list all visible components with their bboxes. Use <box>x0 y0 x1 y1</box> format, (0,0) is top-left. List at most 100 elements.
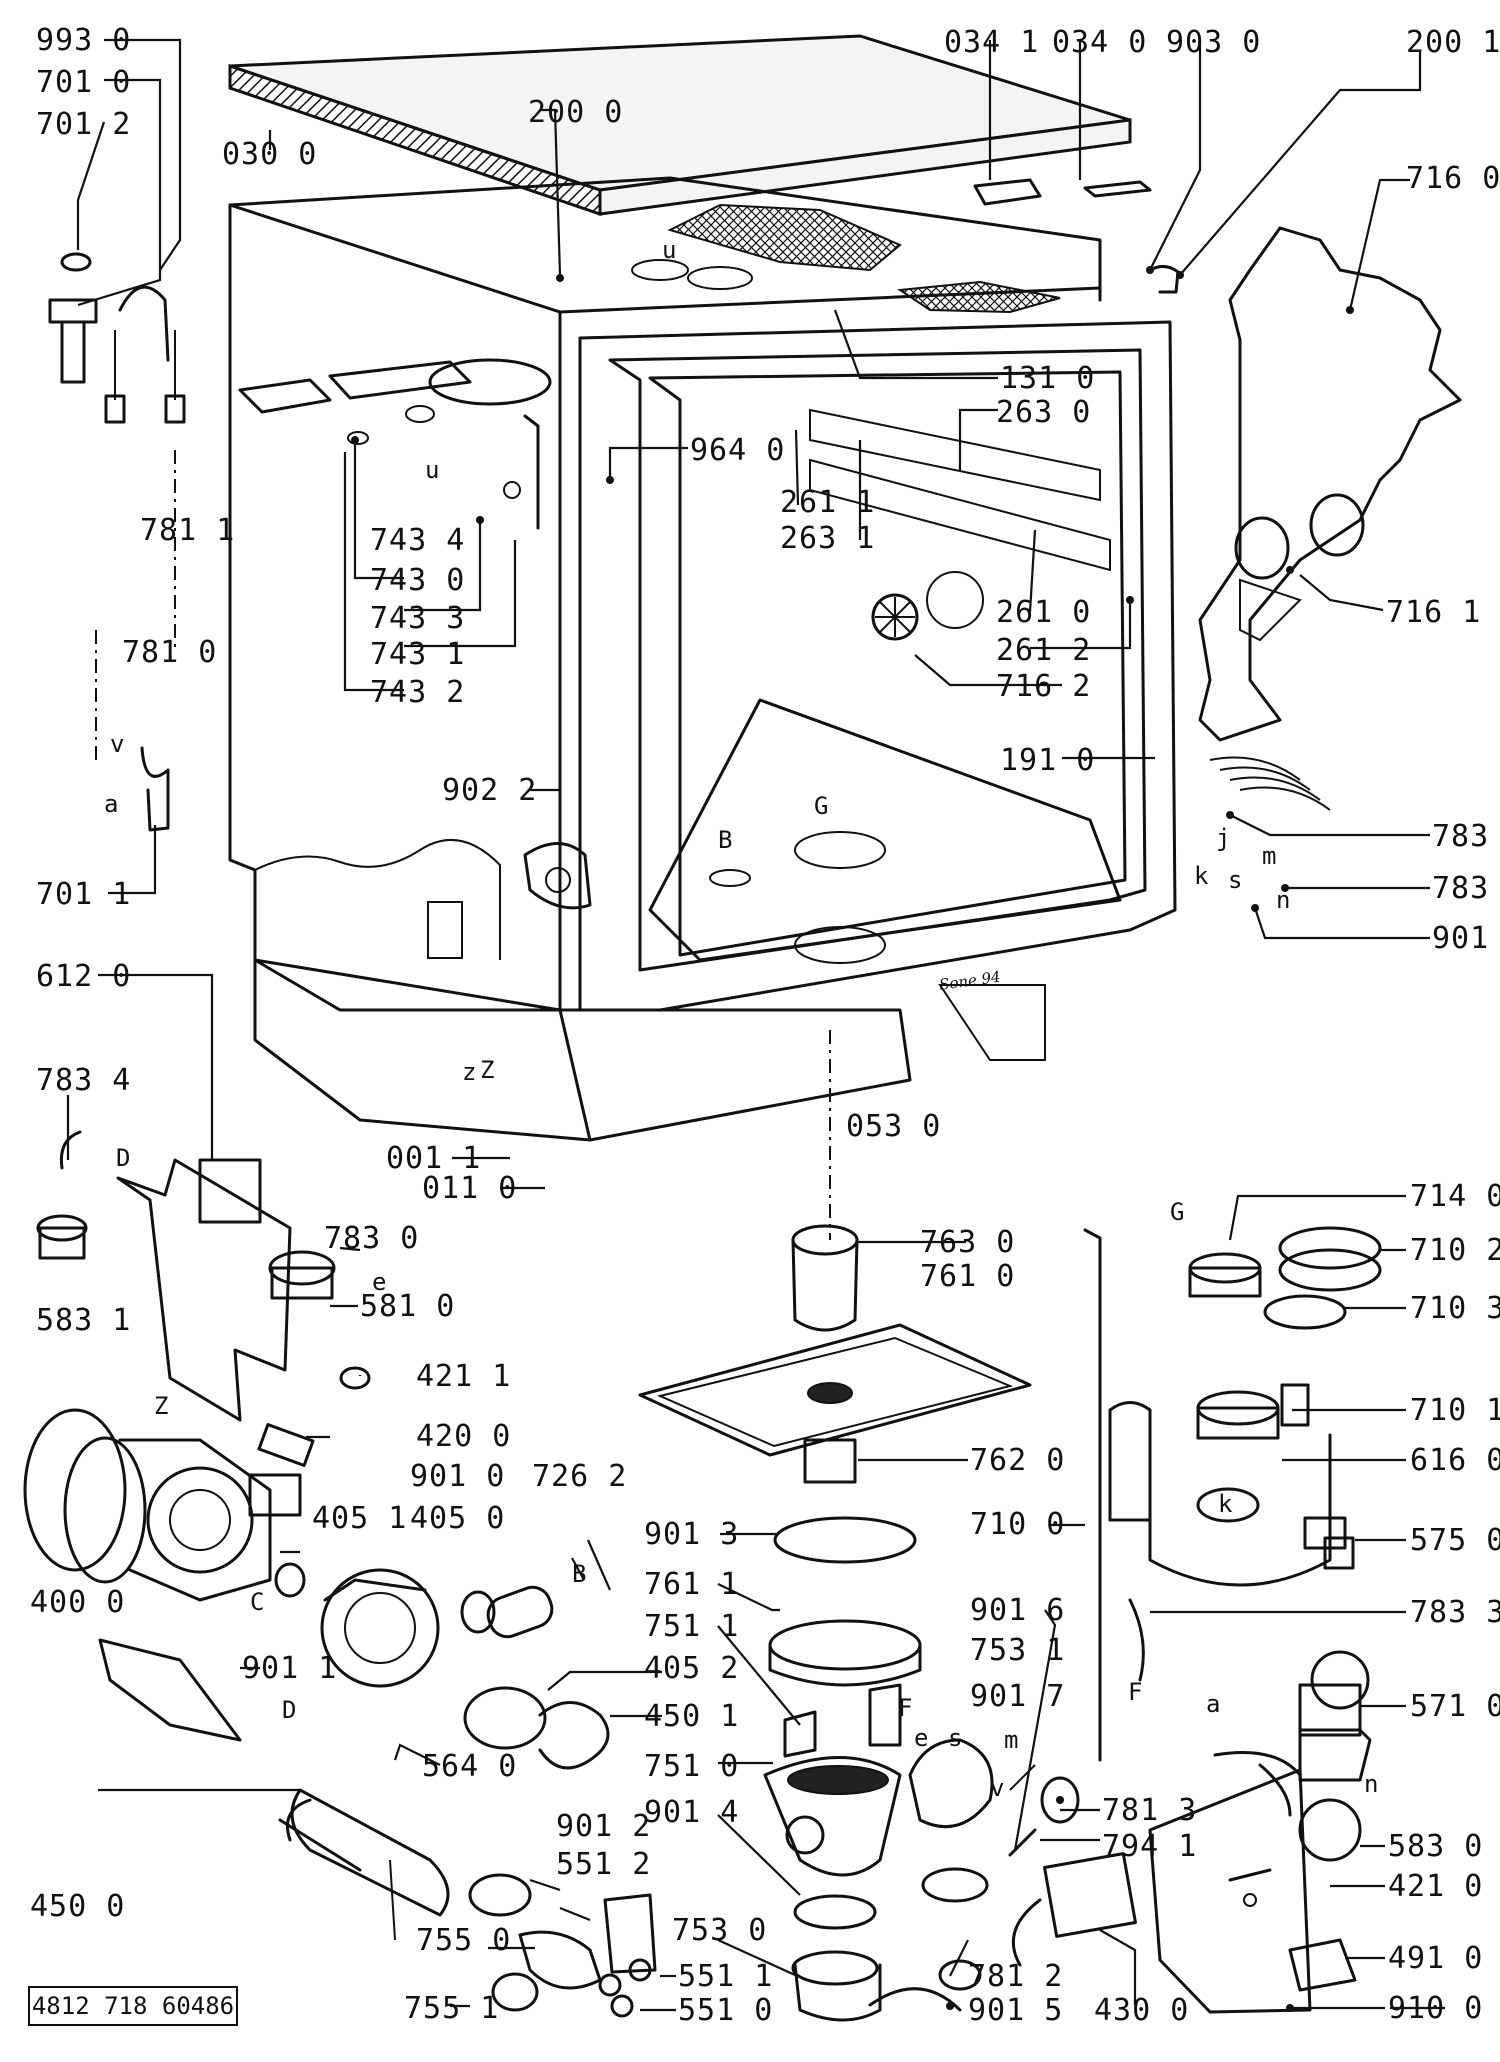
part-label: 405 0 <box>410 1501 505 1536</box>
part-label: 781 1 <box>140 513 235 548</box>
connection-letter: C <box>250 1588 264 1616</box>
connection-letter: e <box>372 1268 386 1296</box>
connection-letter: m <box>1004 1726 1018 1754</box>
part-label: 053 0 <box>846 1109 941 1144</box>
connection-letter: k <box>1218 1490 1233 1518</box>
part-label: 753 0 <box>672 1913 767 1948</box>
connection-letter: G <box>1170 1198 1184 1226</box>
connection-letters: u u v a z B G j k s m n D e Z C B G k F … <box>104 236 1378 1802</box>
part-label: 794 1 <box>1102 1829 1197 1864</box>
part-label: 263 0 <box>996 395 1091 430</box>
part-label: 763 0 <box>920 1225 1015 1260</box>
control-panel-bracket <box>36 1130 371 1467</box>
part-label: 753 1 <box>970 1633 1065 1668</box>
connection-letter: Z <box>154 1392 168 1420</box>
part-label: 901 4 <box>644 1795 739 1830</box>
water-hose-assembly <box>48 252 186 832</box>
part-label: 551 1 <box>678 1959 773 1994</box>
part-label: 421 0 <box>1388 1869 1483 1904</box>
part-label: 030 0 <box>222 137 317 172</box>
part-label: 701 0 <box>36 65 131 100</box>
spray-arm-disc <box>871 571 984 641</box>
part-label: 200 1 <box>1406 25 1500 60</box>
connection-letter: n <box>1276 886 1290 914</box>
side-insulation-panel <box>1198 226 1462 811</box>
part-label: 781 2 <box>968 1959 1063 1994</box>
part-label: 261 2 <box>996 633 1091 668</box>
part-label: 910 0 <box>1388 1991 1483 2026</box>
part-label: 743 3 <box>370 601 465 636</box>
part-label: 701 2 <box>36 107 131 142</box>
connection-letter: G <box>814 792 828 820</box>
wire-bundle <box>1209 756 1331 811</box>
part-label: 571 0 <box>1410 1689 1500 1724</box>
part-label: 743 2 <box>370 675 465 710</box>
connection-letter: k <box>1194 862 1209 890</box>
part-label: 616 0 <box>1410 1443 1500 1478</box>
part-label: 716 0 <box>1406 161 1500 196</box>
part-label: 901 6 <box>970 1593 1065 1628</box>
part-number-labels: 993 0 701 0 701 2 030 0 200 0 034 1 034 … <box>30 23 1500 2028</box>
connection-letter: D <box>282 1696 296 1724</box>
part-label: 420 0 <box>416 1419 511 1454</box>
part-label: 131 0 <box>1000 361 1095 396</box>
part-label: 903 0 <box>1166 25 1261 60</box>
part-label: 901 7 <box>970 1679 1065 1714</box>
part-label: 901 5 <box>968 1993 1063 2028</box>
connection-letter: n <box>1364 1770 1378 1798</box>
part-label: 034 0 <box>1052 25 1147 60</box>
part-label: 575 0 <box>1410 1523 1500 1558</box>
part-label: 783 2 <box>1432 871 1500 906</box>
part-label: 783 0 <box>324 1221 419 1256</box>
signature-mark: Sone 94 <box>938 968 1002 994</box>
part-label: 783 1 <box>1432 819 1500 854</box>
part-label: 701 1 <box>36 877 131 912</box>
part-label: 783 3 <box>1410 1595 1500 1630</box>
connection-letter: m <box>1262 842 1276 870</box>
part-label: 564 0 <box>422 1749 517 1784</box>
connection-letter: v <box>110 730 124 758</box>
connection-letter: e <box>914 1724 928 1752</box>
part-label: 993 0 <box>36 23 131 58</box>
detergent-dispenser-parts <box>238 358 552 530</box>
connection-letter: s <box>948 1724 962 1752</box>
part-label: 901 1 <box>242 1651 337 1686</box>
part-label: 716 1 <box>1386 595 1481 630</box>
part-label: 755 0 <box>416 1923 511 1958</box>
connection-letter: u <box>662 236 676 264</box>
circulation-pump-motor <box>23 1408 610 1770</box>
float-and-inlet-valve <box>868 1738 1137 2012</box>
hinge-bracket <box>523 842 592 910</box>
connection-letter: Z <box>480 1056 494 1084</box>
part-label: 751 0 <box>644 1749 739 1784</box>
connection-letter: z <box>462 1058 476 1086</box>
part-label: 710 1 <box>1410 1393 1500 1428</box>
connection-letter: B <box>718 826 732 854</box>
part-label: 450 0 <box>30 1889 125 1924</box>
part-label: 263 1 <box>780 521 875 556</box>
part-label: 405 2 <box>644 1651 739 1686</box>
connection-letter: s <box>1228 866 1242 894</box>
part-label: 901 0 <box>410 1459 505 1494</box>
worktop-panel <box>228 34 1132 217</box>
part-label: 034 1 <box>944 25 1039 60</box>
part-label: 901 2 <box>556 1809 651 1844</box>
connection-letter: v <box>990 1774 1004 1802</box>
connection-letter: j <box>1216 824 1230 852</box>
part-label: 901 3 <box>644 1517 739 1552</box>
part-label: 762 0 <box>970 1443 1065 1478</box>
connection-letter: F <box>1128 1678 1142 1706</box>
part-label: 710 0 <box>970 1507 1065 1542</box>
drain-connections <box>468 1873 657 2018</box>
part-label: 583 0 <box>1388 1829 1483 1864</box>
part-label: 551 0 <box>678 1993 773 2028</box>
leader-lines <box>66 38 1445 2012</box>
connection-letter: B <box>572 1560 586 1588</box>
sump-and-filter-assembly <box>638 1224 1032 2022</box>
connection-letter: a <box>1206 1690 1220 1718</box>
part-label: 714 0 <box>1410 1179 1500 1214</box>
part-label: 581 0 <box>360 1289 455 1324</box>
part-label: 964 0 <box>690 433 785 468</box>
connection-letter: D <box>116 1144 130 1172</box>
